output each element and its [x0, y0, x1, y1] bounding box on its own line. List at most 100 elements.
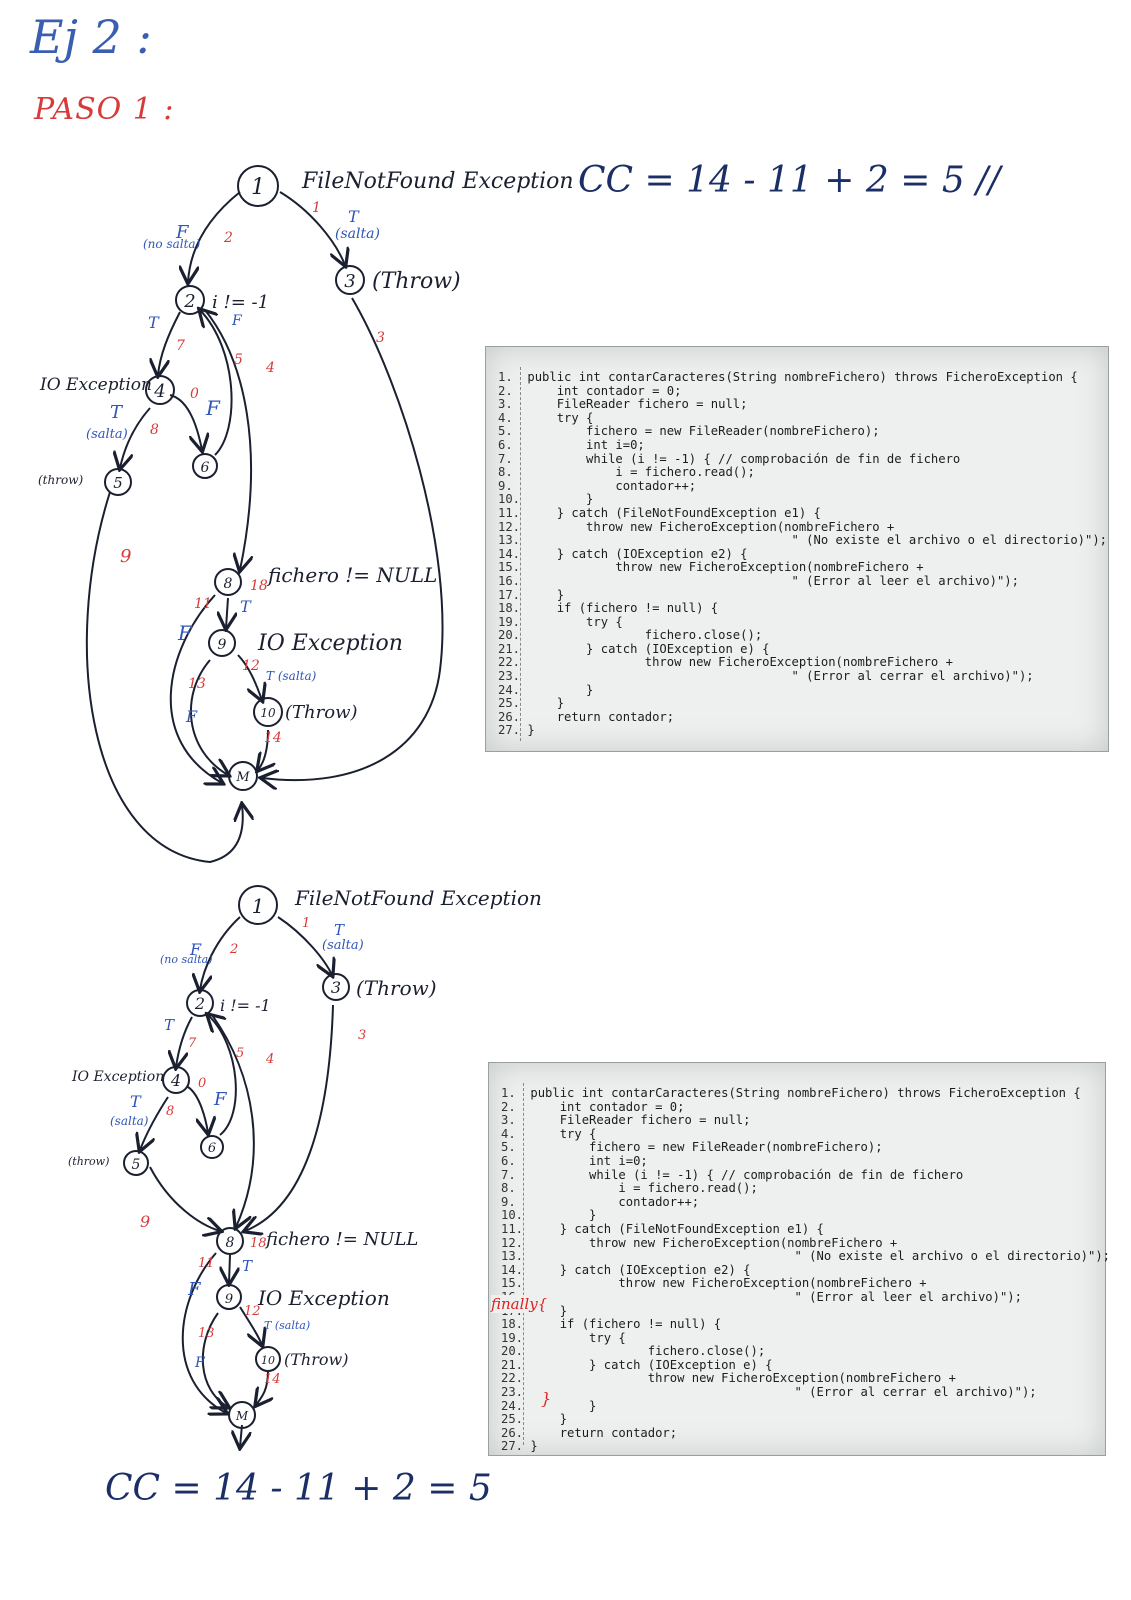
edge-num-9: 9 — [120, 546, 131, 567]
edge-b-num-9: 9 — [140, 1212, 150, 1231]
label-throw-5: (throw) — [38, 473, 83, 487]
line-number: 1. — [498, 370, 528, 384]
line-number: 27. — [501, 1439, 531, 1454]
code-text: int i=0; — [530, 1153, 648, 1168]
node-2 — [175, 285, 205, 315]
code-text: fichero = new FileReader(nombreFichero); — [530, 1140, 883, 1155]
node-9-label: 9 — [218, 637, 227, 653]
line-number: 12. — [498, 519, 528, 534]
label-b-salta-1: (salta) — [322, 938, 364, 953]
code-line: 6. int i=0; — [501, 1153, 1110, 1169]
node-1 — [237, 165, 279, 207]
finally-close-annotation: } — [541, 1389, 552, 1408]
label-no-salta: (no salta) — [143, 237, 201, 251]
edge-num-12: 12 — [242, 658, 260, 674]
edge-b-10-M — [256, 1370, 268, 1405]
code-listing-top: 1. public int contarCaracteres(String no… — [498, 370, 1108, 738]
label-F-2: F — [231, 313, 243, 329]
line-number: 26. — [498, 709, 528, 724]
code-text: public int contarCaracteres(String nombr… — [527, 370, 1078, 384]
edge-b-num-18: 18 — [250, 1236, 267, 1251]
edge-b-5-8 — [149, 1166, 220, 1231]
code-text: " (Error al cerrar el archivo)"); — [530, 1385, 1037, 1400]
code-photo-top: 1. public int contarCaracteres(String no… — [485, 346, 1109, 752]
edge-b-2-4 — [176, 1016, 193, 1067]
label-b-ioexc-4: IO Exception — [71, 1069, 164, 1085]
label-b-T-4: T — [130, 1092, 142, 1111]
code-line: 25. } — [501, 1412, 1110, 1427]
code-line: 12. throw new FicheroException(nombreFic… — [501, 1235, 1110, 1251]
line-gutter — [496, 367, 521, 741]
edge-num-1: 1 — [312, 200, 321, 216]
edge-num-2: 2 — [223, 230, 233, 246]
code-line: 13. " (No existe el archivo o el directo… — [501, 1249, 1110, 1264]
code-line: 24. } — [498, 683, 1107, 698]
edge-num-7: 7 — [176, 338, 185, 354]
line-number: 2. — [501, 1099, 531, 1114]
line-number: 5. — [501, 1140, 531, 1155]
edge-b-num-5: 5 — [236, 1046, 244, 1061]
code-text: } catch (IOException e2) { — [527, 546, 748, 561]
node-3-label: 3 — [344, 271, 355, 292]
code-line: 2. int contador = 0; — [498, 384, 1107, 399]
edge-num-0: 0 — [190, 386, 199, 402]
node-5-label: 5 — [113, 474, 123, 492]
label-neq: i != -1 — [212, 292, 269, 313]
code-text: throw new FicheroException(nombreFichero… — [527, 655, 953, 670]
node-8-label: 8 — [224, 576, 233, 592]
code-line: 23. " (Error al cerrar el archivo)"); — [501, 1385, 1110, 1400]
line-number: 21. — [498, 641, 528, 656]
label-b-F-1: F — [189, 940, 202, 959]
node-b-3 — [322, 973, 350, 1001]
code-text: " (Error al leer el archivo)"); — [527, 573, 1019, 588]
edge-4-5 — [120, 407, 151, 468]
line-number: 13. — [501, 1249, 531, 1264]
line-number: 9. — [501, 1194, 531, 1209]
node-M-label: M — [235, 770, 250, 785]
edge-8-M — [169, 594, 222, 783]
code-line: 9. contador++; — [501, 1194, 1110, 1210]
node-b-2 — [186, 989, 214, 1017]
edge-b-2-8 — [211, 1014, 255, 1227]
label-b-no-salta: (no salta) — [160, 953, 213, 966]
code-text: fichero = new FileReader(nombreFichero); — [527, 424, 880, 439]
edge-2-4 — [158, 311, 181, 375]
code-text: while (i != -1) { // comprobación de fin… — [530, 1167, 964, 1182]
code-listing-bottom: 1. public int contarCaracteres(String no… — [501, 1086, 1110, 1454]
code-text: throw new FicheroException(nombreFichero… — [530, 1235, 898, 1250]
code-line: 20. fichero.close(); — [501, 1344, 1110, 1359]
code-text: } — [527, 696, 565, 711]
line-number: 18. — [501, 1317, 531, 1332]
node-5 — [104, 468, 132, 496]
edge-num-14: 14 — [264, 730, 282, 746]
edge-b-num-0: 0 — [198, 1076, 206, 1091]
code-text: " (No existe el archivo o el directorio)… — [527, 533, 1108, 548]
code-text: } catch (IOException e2) { — [530, 1262, 751, 1277]
code-line: 5. fichero = new FileReader(nombreFicher… — [498, 425, 1107, 439]
code-text: } — [530, 1412, 568, 1427]
code-text: i = fichero.read(); — [527, 465, 755, 480]
code-line: 8. i = fichero.read(); — [501, 1181, 1110, 1196]
line-number: 26. — [501, 1425, 531, 1440]
node-2-label: 2 — [183, 291, 195, 312]
code-text: throw new FicheroException(nombreFichero… — [530, 1276, 927, 1291]
node-b-10-label: 10 — [261, 1354, 275, 1367]
edge-b-3-8 — [245, 1004, 334, 1231]
line-gutter — [499, 1083, 524, 1445]
label-b-salta-4: (salta) — [110, 1114, 149, 1128]
code-text: } — [530, 1303, 568, 1318]
line-number: 7. — [501, 1167, 531, 1182]
code-text: try { — [530, 1330, 626, 1345]
edge-b-num-14: 14 — [264, 1372, 281, 1387]
line-number: 1. — [501, 1086, 531, 1100]
line-number: 17. — [498, 587, 528, 602]
label-b-neq: i != -1 — [220, 996, 271, 1015]
code-text: } — [530, 1439, 538, 1454]
edge-b-4-6 — [187, 1086, 208, 1133]
edge-b-4-5 — [140, 1096, 169, 1150]
code-text: } — [530, 1398, 597, 1413]
label-T-1: T — [348, 207, 360, 226]
code-line: 15. throw new FicheroException(nombreFic… — [501, 1277, 1110, 1291]
code-line: 16. " (Error al leer el archivo)"); — [501, 1290, 1110, 1305]
line-number: 25. — [498, 696, 528, 711]
